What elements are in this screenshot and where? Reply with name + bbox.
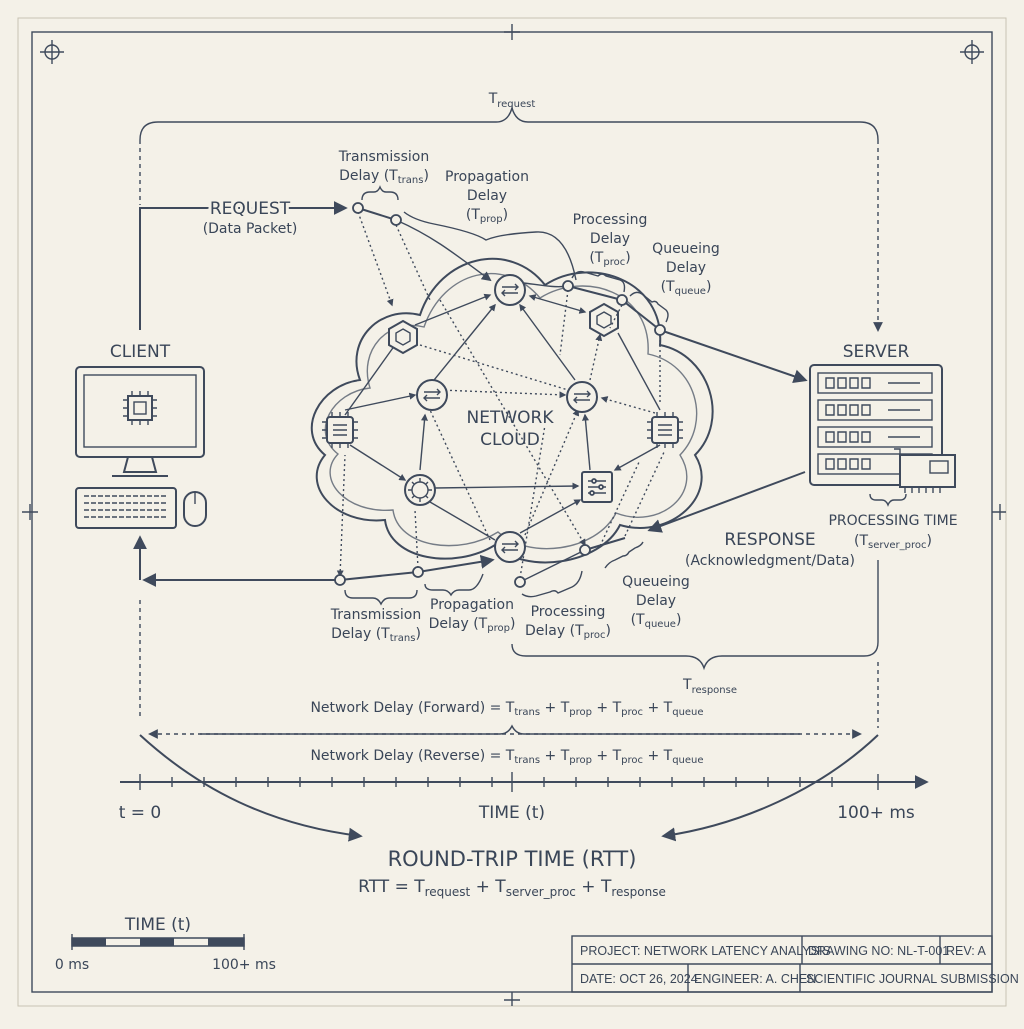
title-block-engineer: ENGINEER: A. CHEN xyxy=(694,972,816,986)
scale-start: 0 ms xyxy=(55,957,89,973)
fwd-trans-line2: Delay (Ttrans) xyxy=(339,168,429,186)
title-block-date: DATE: OCT 26, 2024 xyxy=(580,972,698,986)
fwd-proc-line2: Delay xyxy=(590,231,630,247)
processing-time-line1: PROCESSING TIME xyxy=(828,513,957,529)
rev-trans-line2: Delay (Ttrans) xyxy=(331,626,421,644)
mesh-links xyxy=(344,293,661,547)
t-response-label: Tresponse xyxy=(682,677,737,696)
fwd-prop-line2: Delay xyxy=(467,188,507,204)
scale-title: TIME (t) xyxy=(124,915,191,935)
t-request-label: Trequest xyxy=(488,91,536,110)
processing-time-line2: (Tserver_proc) xyxy=(854,533,932,551)
title-block: PROJECT: NETWORK LATENCY ANALYSIS DRAWIN… xyxy=(571,935,1019,993)
rev-prop-line1: Propagation xyxy=(430,597,514,613)
server-label: SERVER xyxy=(843,342,910,362)
junction-dot xyxy=(412,566,424,578)
scale-bar: TIME (t) 0 ms 100+ ms xyxy=(55,915,276,973)
router-icon xyxy=(494,274,526,306)
fwd-proc-line1: Processing xyxy=(573,212,648,228)
rtt-title: ROUND-TRIP TIME (RTT) xyxy=(388,847,637,871)
title-block-project: PROJECT: NETWORK LATENCY ANALYSIS xyxy=(580,944,831,958)
response-label: RESPONSE xyxy=(724,530,815,550)
junction-dot xyxy=(579,544,591,556)
network-delay-reverse: Network Delay (Reverse) = Ttrans + Tprop… xyxy=(310,748,703,766)
fwd-prop-line1: Propagation xyxy=(445,169,529,185)
response-sub-label: (Acknowledgment/Data) xyxy=(685,553,855,569)
fwd-trans-line1: Transmission xyxy=(338,149,429,165)
client-label: CLIENT xyxy=(110,342,171,362)
drawing-frame xyxy=(17,17,1007,1007)
t-response-bracket: Tresponse xyxy=(511,560,879,728)
rtt-group: ROUND-TRIP TIME (RTT) RTT = Trequest + T… xyxy=(139,734,879,899)
network-card-icon xyxy=(894,448,956,493)
processing-time-group: PROCESSING TIME (Tserver_proc) xyxy=(828,493,958,551)
axis-start-label: t = 0 xyxy=(119,803,162,823)
fwd-queue-line3: (Tqueue) xyxy=(661,279,712,297)
cloud-label-line2: CLOUD xyxy=(480,430,540,450)
request-path: REQUEST (Data Packet) xyxy=(139,196,808,405)
junction-dot xyxy=(352,202,364,214)
response-path: RESPONSE (Acknowledgment/Data) xyxy=(133,424,855,588)
scale-end: 100+ ms xyxy=(212,957,276,973)
chip-icon xyxy=(321,411,359,449)
junction-dot xyxy=(390,214,402,226)
title-block-drawing-no: DRAWING NO: NL-T-001 xyxy=(808,944,949,958)
fwd-queue-line1: Queueing xyxy=(652,241,720,257)
junction-dot xyxy=(514,576,526,588)
registration-mark-tl xyxy=(40,40,64,64)
junction-dot xyxy=(562,280,574,292)
router-icon xyxy=(494,531,526,563)
client-computer: CLIENT xyxy=(75,342,207,529)
monitor-icon xyxy=(75,366,205,477)
switch-node-icon xyxy=(581,471,613,503)
reverse-delay-labels: Transmission Delay (Ttrans) Propagation … xyxy=(330,541,690,644)
time-axis: t = 0 TIME (t) 100+ ms xyxy=(119,772,929,823)
junction-dot xyxy=(334,574,346,586)
request-sub-label: (Data Packet) xyxy=(203,221,298,237)
title-block-rev: REV: A xyxy=(946,944,986,958)
rev-proc-line1: Processing xyxy=(531,604,606,620)
junction-dot xyxy=(616,294,628,306)
network-delay-equations: Network Delay (Forward) = Ttrans + Tprop… xyxy=(139,600,862,766)
mouse-icon xyxy=(183,491,207,527)
axis-mid-label: TIME (t) xyxy=(478,803,545,823)
network-nodes xyxy=(321,274,684,563)
fwd-proc-line3: (Tproc) xyxy=(589,250,630,268)
router-icon xyxy=(566,381,598,413)
fwd-queue-line2: Delay xyxy=(666,260,706,276)
gear-node-icon xyxy=(404,474,436,506)
forward-delay-labels: Transmission Delay (Ttrans) Propagation … xyxy=(338,149,720,323)
chip-icon xyxy=(646,411,684,449)
fwd-prop-line3: (Tprop) xyxy=(466,207,508,225)
server-rack: SERVER xyxy=(809,342,956,493)
hex-node-icon xyxy=(589,303,619,337)
rtt-formula: RTT = Trequest + Tserver_proc + Trespons… xyxy=(358,877,666,899)
hex-node-icon xyxy=(388,320,418,354)
request-label: REQUEST xyxy=(210,199,291,219)
cloud-label-line1: NETWORK xyxy=(467,408,555,428)
title-block-submission: SCIENTIFIC JOURNAL SUBMISSION xyxy=(806,972,1019,986)
rev-trans-line1: Transmission xyxy=(330,607,421,623)
network-delay-forward: Network Delay (Forward) = Ttrans + Tprop… xyxy=(310,700,703,718)
junction-dot xyxy=(654,324,666,336)
keyboard-icon xyxy=(75,487,177,529)
t-request-bracket: Trequest xyxy=(139,91,883,332)
rev-queue-line1: Queueing xyxy=(622,574,690,590)
rev-queue-line3: (Tqueue) xyxy=(631,612,682,630)
router-icon xyxy=(416,379,448,411)
rev-prop-line2: Delay (Tprop) xyxy=(429,616,516,634)
rev-queue-line2: Delay xyxy=(636,593,676,609)
axis-end-label: 100+ ms xyxy=(837,803,915,823)
registration-mark-tr xyxy=(960,40,984,64)
rev-proc-line2: Delay (Tproc) xyxy=(525,623,611,641)
